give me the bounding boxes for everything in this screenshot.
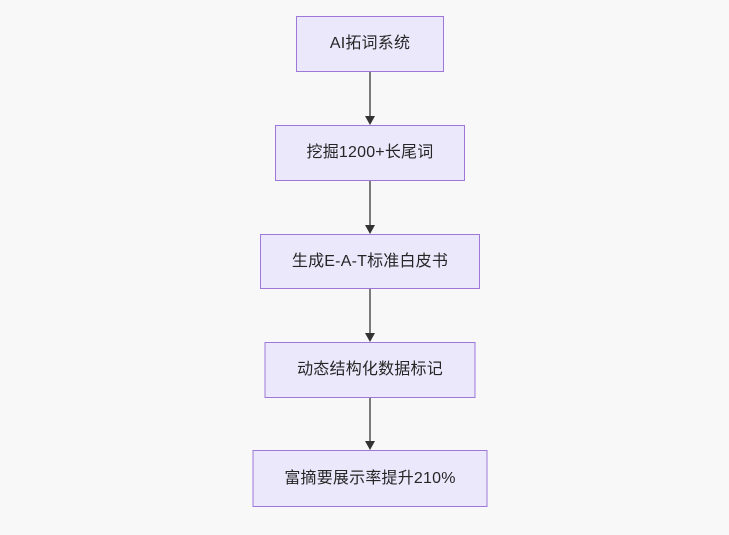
arrowhead-icon bbox=[365, 225, 375, 234]
flow-node-label: AI拓词系统 bbox=[329, 35, 411, 53]
arrowhead-icon bbox=[365, 116, 375, 125]
flow-node-label: 动态结构化数据标记 bbox=[297, 361, 443, 379]
arrowhead-icon bbox=[365, 441, 375, 450]
arrowhead-icon bbox=[365, 333, 375, 342]
connector-line bbox=[369, 398, 371, 442]
flow-node-label: 挖掘1200+长尾词 bbox=[306, 144, 434, 162]
connector-line bbox=[369, 289, 371, 334]
flow-connector bbox=[364, 72, 376, 125]
flow-node[interactable]: 挖掘1200+长尾词 bbox=[275, 125, 465, 181]
connector-line bbox=[369, 72, 371, 117]
flow-node[interactable]: 生成E-A-T标准白皮书 bbox=[260, 234, 480, 289]
flow-node[interactable]: 富摘要展示率提升210% bbox=[252, 450, 488, 507]
flow-node[interactable]: 动态结构化数据标记 bbox=[264, 342, 476, 398]
flow-connector bbox=[364, 289, 376, 342]
connector-line bbox=[369, 181, 371, 226]
flow-connector bbox=[364, 398, 376, 450]
flow-node[interactable]: AI拓词系统 bbox=[296, 16, 444, 72]
flow-node-label: 富摘要展示率提升210% bbox=[284, 469, 456, 487]
flow-node-label: 生成E-A-T标准白皮书 bbox=[291, 252, 449, 270]
flow-connector bbox=[364, 181, 376, 234]
